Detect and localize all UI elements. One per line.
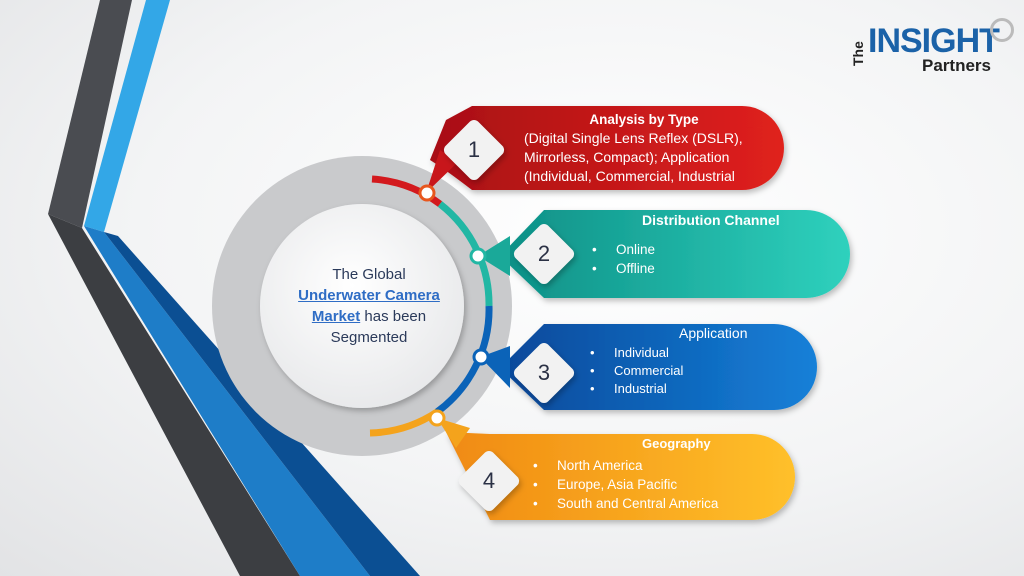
segment-1-title: Analysis by Type [589, 112, 699, 127]
diamond-1 [443, 119, 505, 181]
ribbon-1 [430, 106, 784, 190]
inner-disc [260, 204, 464, 408]
insight-partners-logo: The INSIGHT Partners [850, 18, 1020, 78]
segment-2-list: Online Offline [592, 240, 655, 278]
stripe-dark-upper [48, 0, 132, 228]
diamond-4 [458, 450, 520, 512]
segment-2-item: Online [592, 240, 655, 259]
node-2 [469, 247, 487, 265]
connector-2 [478, 236, 510, 276]
segment-1-line-2: Mirrorless, Compact); Application [524, 149, 730, 165]
arc-blue [434, 305, 493, 415]
logo-the: The [850, 41, 866, 66]
segment-2-item: Offline [592, 259, 655, 278]
segment-1-line-3: (Individual, Commercial, Industrial [524, 168, 735, 184]
segment-4-item: Europe, Asia Pacific [533, 475, 718, 494]
segment-3-title: Application [679, 325, 748, 341]
logo-partners: Partners [922, 56, 991, 75]
segment-3-number: 3 [537, 360, 551, 385]
connector-1 [426, 150, 458, 193]
node-3 [472, 348, 490, 366]
node-4 [428, 409, 446, 427]
segment-4-title: Geography [642, 436, 711, 451]
stripe-blue-upper [84, 0, 170, 232]
ribbon-2 [500, 210, 850, 298]
stripe-dark-lower [48, 214, 300, 576]
segment-4-number: 4 [482, 468, 496, 493]
segment-3-item: Industrial [590, 380, 683, 398]
segment-1-number: 1 [467, 137, 481, 162]
segment-3-item: Commercial [590, 362, 683, 380]
segment-3-list: Individual Commercial Industrial [590, 344, 683, 398]
arc-red [371, 175, 443, 207]
connector-4 [437, 418, 470, 448]
segment-4-item: North America [533, 456, 718, 475]
stripe-blue-lower [84, 226, 370, 576]
segment-2-title: Distribution Channel [642, 212, 780, 228]
market-link[interactable]: Underwater Camera Market [298, 287, 440, 325]
segment-1-panel: Analysis by Type (Digital Single Lens Re… [524, 110, 764, 186]
logo-circle-icon [990, 18, 1014, 42]
segment-1-line-1: (Digital Single Lens Reflex (DSLR), [524, 130, 743, 146]
segment-2-number: 2 [537, 241, 551, 266]
node-1 [418, 184, 436, 202]
segment-4-list: North America Europe, Asia Pacific South… [533, 456, 718, 513]
center-line-2: has been [364, 308, 427, 325]
diamond-3 [513, 342, 575, 404]
segment-3-item: Individual [590, 344, 683, 362]
center-line-1: The Global [332, 266, 406, 283]
center-line-3: Segmented [330, 329, 408, 346]
segment-4-item: South and Central America [533, 494, 718, 513]
logo-insight: INSIGHT [868, 22, 1000, 60]
diamond-2 [513, 223, 575, 285]
center-caption: The Global Underwater Camera Market has … [282, 264, 456, 348]
